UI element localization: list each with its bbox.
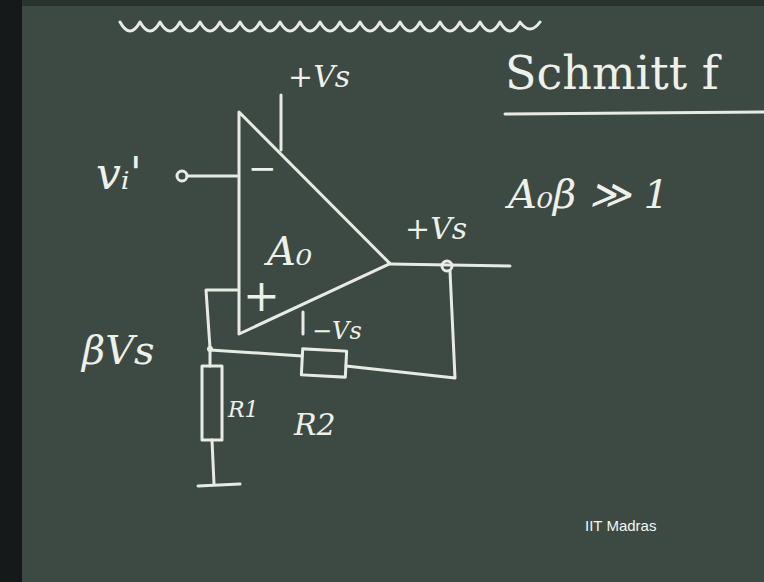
- noninverting-input-wire: [206, 290, 237, 348]
- output-terminal: [442, 261, 452, 271]
- input-sign: −: [248, 150, 277, 187]
- feedback-wire: [210, 350, 302, 356]
- supply-label: −Vs: [312, 318, 362, 344]
- output-label: +Vs: [405, 212, 467, 245]
- inverting-input-wire: [187, 175, 237, 178]
- ground-symbol: [198, 484, 240, 486]
- resistor-symbol: [202, 366, 222, 440]
- supply-label: +Vs: [288, 60, 350, 93]
- ground-wire: [212, 440, 214, 484]
- output-wire: [390, 264, 510, 266]
- positive-supply-wire: [280, 95, 283, 150]
- input-sign: +: [243, 272, 280, 320]
- feedback-wire: [346, 271, 455, 378]
- condition-note: A₀β ≫ 1: [508, 172, 669, 216]
- resistor-name: R2: [294, 408, 336, 441]
- title-text: Schmitt f: [505, 48, 719, 99]
- signal-name: vᵢ': [96, 150, 142, 198]
- r1-wire: [209, 350, 212, 366]
- title-underline: [505, 112, 764, 114]
- gain-label: A₀: [267, 228, 312, 274]
- negative-supply-wire: [302, 312, 305, 334]
- resistor-symbol: [301, 349, 346, 377]
- watermark: IIT Madras: [585, 518, 656, 535]
- feedback-voltage-label: βVs: [82, 328, 155, 372]
- wavy-line: [120, 22, 540, 31]
- resistor-name: R1: [228, 398, 259, 422]
